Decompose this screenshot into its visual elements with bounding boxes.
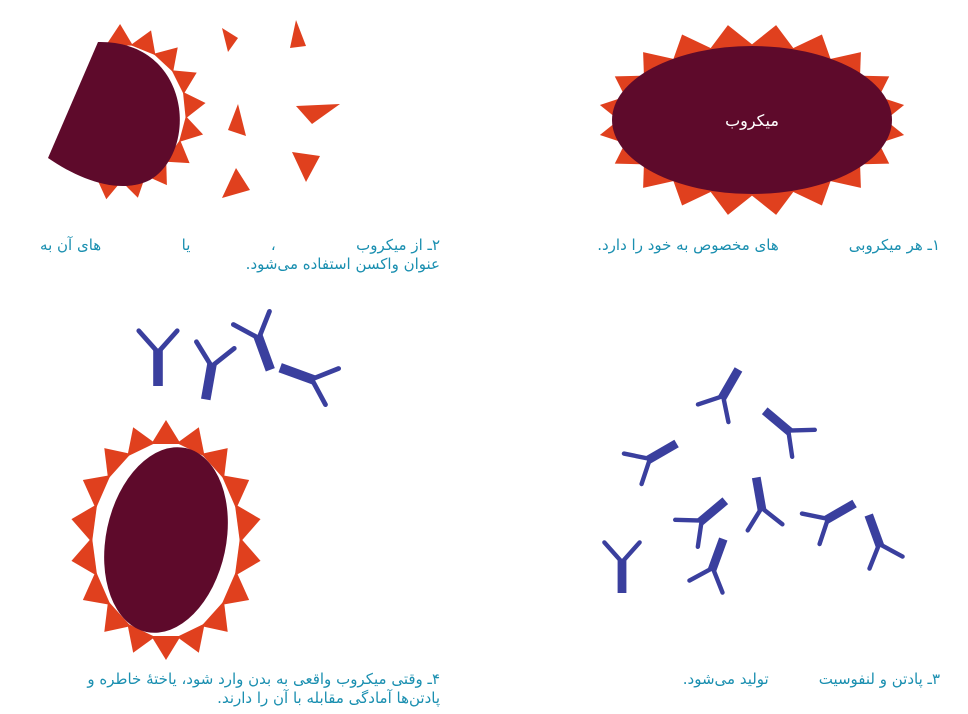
antigen-spike	[221, 571, 249, 605]
caption-text: های آن به	[40, 236, 101, 255]
antibody-icon	[802, 488, 863, 544]
panel2-broken-microbe	[48, 24, 206, 199]
antigen-spike	[183, 92, 206, 119]
antigen-spike	[104, 448, 130, 479]
antibody-icon	[739, 474, 782, 530]
caption-text: ۱ـ هر میکروبی	[849, 236, 940, 254]
antibody-icon	[624, 428, 685, 484]
antibody-icon	[604, 542, 639, 593]
antibody-icon	[753, 397, 814, 456]
panel3-caption: ۳ـ پادتن و لنفوسیت تولید می‌شود.	[600, 670, 940, 689]
panel1-caption: ۱ـ هر میکروبی های مخصوص به خود را دارد.	[600, 236, 940, 255]
caption-text: های مخصوص به خود را دارد.	[597, 236, 779, 254]
antigen-spike	[127, 427, 155, 456]
free-antigen	[296, 104, 340, 124]
free-antigen	[290, 20, 306, 48]
caption-text: ۲ـ از میکروب	[356, 236, 440, 255]
caption-text: ،	[271, 236, 276, 255]
antigen-spike	[151, 636, 181, 660]
free-antigen	[222, 168, 250, 198]
caption-text: یا	[182, 236, 191, 255]
antibody-icon	[675, 487, 736, 546]
caption-text: ۳ـ پادتن و لنفوسیت	[819, 670, 940, 688]
microbe-fragment	[48, 42, 180, 186]
caption-text: پادتن‌ها آمادگی مقابله با آن را دارند.	[40, 689, 440, 708]
panel2-free-antigens	[222, 20, 340, 198]
antigen-spike	[151, 420, 181, 444]
caption-text: عنوان واکسن استفاده می‌شود.	[40, 255, 440, 274]
antigen-spike	[71, 504, 97, 542]
antibody-icon	[187, 342, 234, 403]
microbe-label: میکروب	[725, 111, 779, 131]
panel2-caption: ۲ـ از میکروب ، یا های آن به عنوان واکسن …	[40, 236, 440, 274]
panel4-microbe-with-antigens	[71, 420, 260, 660]
antigen-spike	[179, 116, 203, 142]
antigen-spike	[172, 70, 197, 94]
antigen-spike	[83, 475, 111, 509]
caption-text: تولید می‌شود.	[683, 670, 769, 688]
antibody-icon	[139, 331, 177, 386]
panel4-antibodies	[139, 311, 339, 404]
panel4-caption: ۴ـ وقتی میکروب واقعی به بدن وارد شود، یا…	[40, 670, 440, 708]
antigen-spike	[235, 537, 261, 575]
free-antigen	[222, 28, 238, 52]
antigen-spike	[177, 624, 205, 653]
antigen-spike	[201, 601, 227, 632]
antibody-icon	[852, 509, 902, 569]
free-antigen	[292, 152, 320, 182]
panel3-antibodies	[604, 361, 902, 593]
antigen-spike	[71, 537, 97, 575]
antigen-spike	[235, 504, 261, 542]
caption-text: ۴ـ وقتی میکروب واقعی به بدن وارد شود، یا…	[40, 670, 440, 689]
antibody-icon	[698, 361, 754, 422]
antibody-icon	[233, 311, 288, 376]
free-antigen	[228, 104, 246, 136]
antibody-icon	[274, 350, 339, 405]
